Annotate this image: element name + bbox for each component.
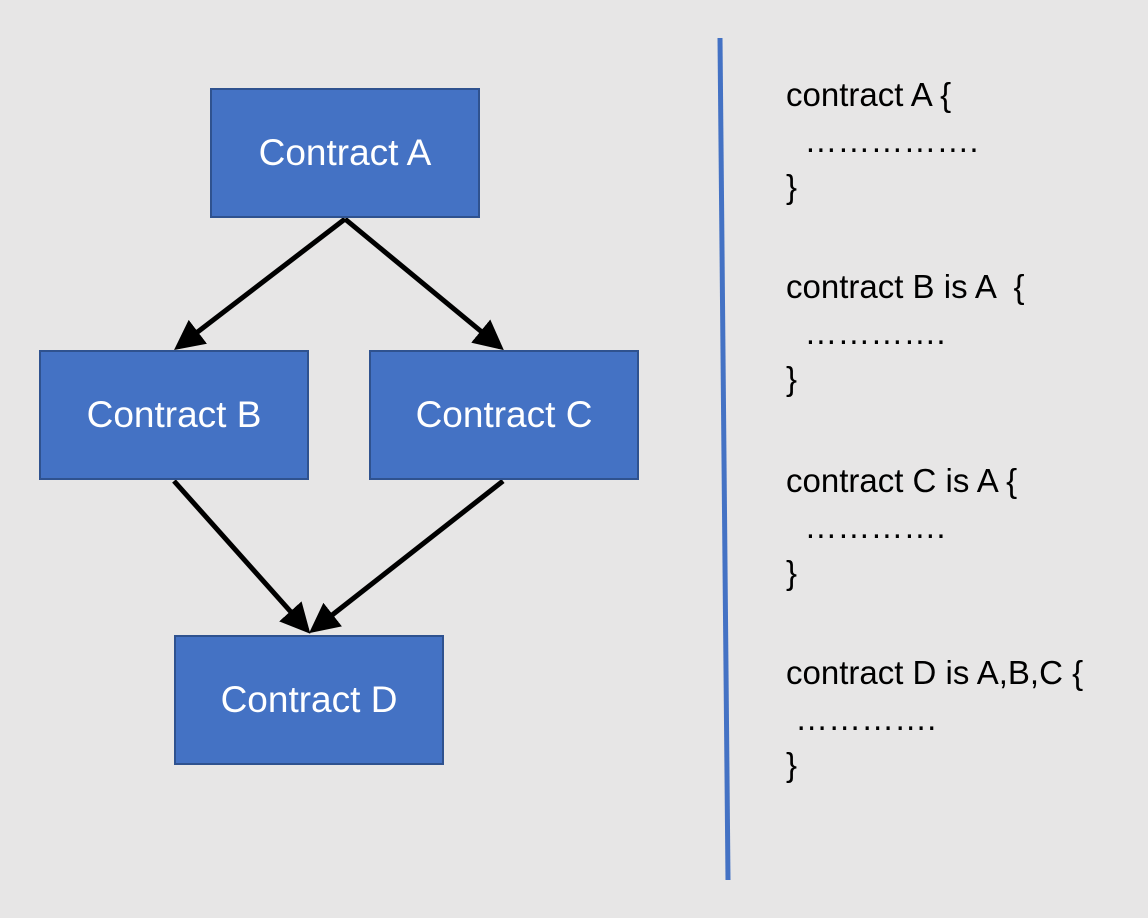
code-line-close: } — [786, 746, 798, 783]
code-contract-d: contract D is A,B,C { …………. } — [786, 650, 1083, 788]
contract-a-label: Contract A — [258, 132, 432, 173]
code-line-head: contract B is A { — [786, 268, 1025, 305]
code-line-head: contract C is A { — [786, 462, 1018, 499]
contract-b-node: Contract B — [39, 350, 309, 480]
code-line-body: …………. — [786, 700, 937, 737]
vertical-divider — [717, 37, 731, 881]
contract-d-node: Contract D — [174, 635, 444, 765]
code-line-body: ……………. — [786, 122, 979, 159]
arrow-a-to-b — [174, 217, 347, 351]
code-line-close: } — [786, 168, 798, 205]
code-line-head: contract A { — [786, 76, 952, 113]
code-line-close: } — [786, 554, 798, 591]
arrow-a-to-c — [343, 217, 504, 351]
code-line-head: contract D is A,B,C { — [786, 654, 1084, 691]
arrow-b-to-d — [172, 479, 311, 634]
contract-a-node: Contract A — [210, 88, 480, 218]
contract-c-label: Contract C — [415, 394, 593, 435]
code-line-close: } — [786, 360, 798, 397]
contract-c-node: Contract C — [369, 350, 639, 480]
contract-d-label: Contract D — [220, 679, 398, 720]
code-line-body: …………. — [786, 314, 946, 351]
code-contract-b: contract B is A { …………. } — [786, 264, 1024, 402]
code-contract-a: contract A { ……………. } — [786, 72, 979, 210]
code-line-body: …………. — [786, 508, 946, 545]
arrow-c-to-d — [309, 479, 505, 634]
contract-b-label: Contract B — [86, 394, 262, 435]
code-contract-c: contract C is A { …………. } — [786, 458, 1017, 596]
